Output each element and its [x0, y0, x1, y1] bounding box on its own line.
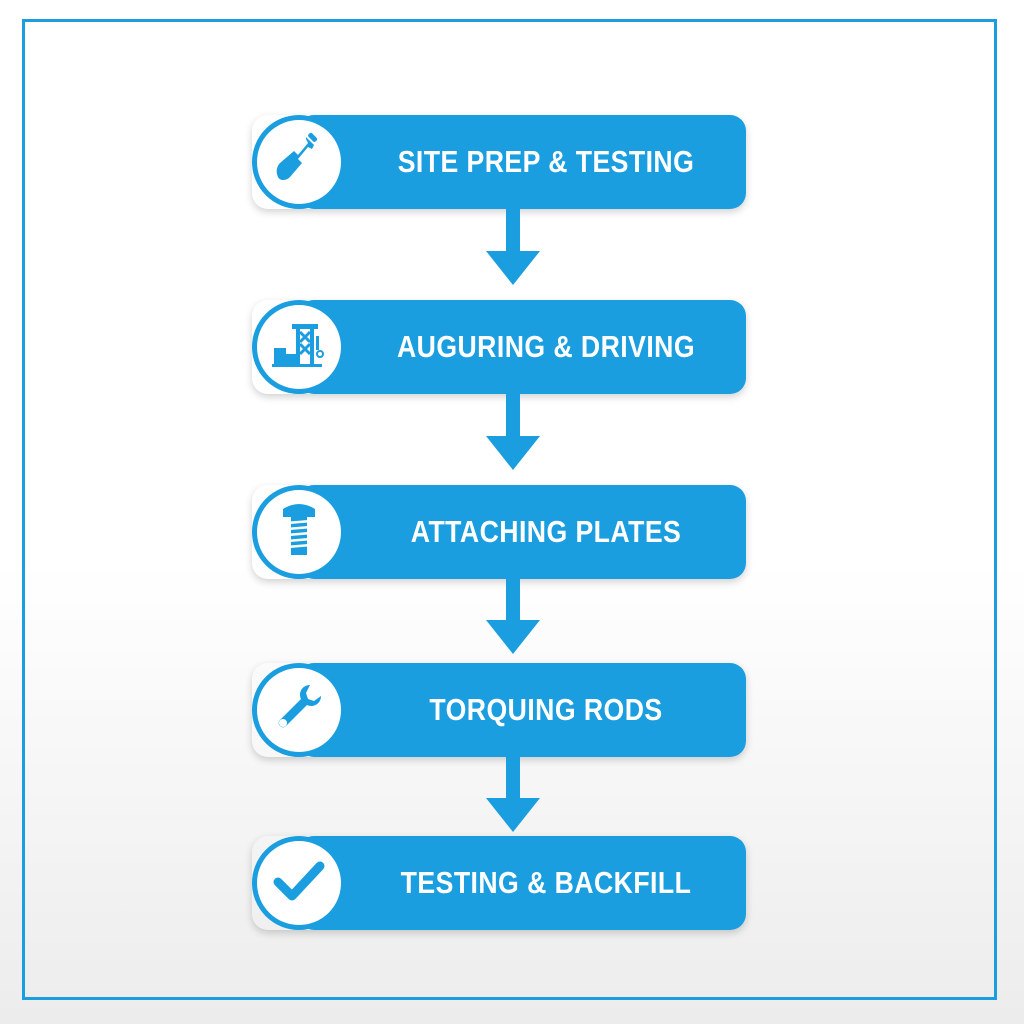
step-bar	[298, 485, 746, 579]
step-bar	[298, 663, 746, 757]
flow-arrow	[486, 578, 540, 654]
step-auguring: AUGURING & DRIVING	[252, 300, 746, 394]
step-bar	[298, 300, 746, 394]
icon-badge	[252, 300, 346, 394]
step-site-prep: SITE PREP & TESTING	[252, 115, 746, 209]
step-label: TESTING & BACKFILL	[400, 865, 692, 900]
flow-arrow	[486, 209, 540, 285]
step-testing-backfill: TESTING & BACKFILL	[252, 836, 746, 930]
step-label: TORQUING RODS	[429, 692, 663, 727]
icon-badge	[252, 663, 346, 757]
step-attaching-plates: ATTACHING PLATES	[252, 485, 746, 579]
diagram-frame	[22, 19, 997, 1000]
icon-badge	[252, 485, 346, 579]
flow-arrow	[486, 756, 540, 832]
step-label: AUGURING & DRIVING	[396, 329, 696, 364]
icon-badge	[252, 836, 346, 930]
step-bar	[298, 115, 746, 209]
icon-badge	[252, 115, 346, 209]
checkmark-icon	[268, 850, 330, 917]
shovel-icon	[268, 129, 330, 196]
step-label: ATTACHING PLATES	[410, 514, 682, 549]
step-label: SITE PREP & TESTING	[397, 144, 695, 179]
bolt-icon	[269, 497, 329, 568]
wrench-icon	[268, 677, 330, 744]
drilling-rig-icon	[266, 312, 332, 383]
step-torquing-rods: TORQUING RODS	[252, 663, 746, 757]
flow-arrow	[486, 394, 540, 470]
step-bar	[298, 836, 746, 930]
